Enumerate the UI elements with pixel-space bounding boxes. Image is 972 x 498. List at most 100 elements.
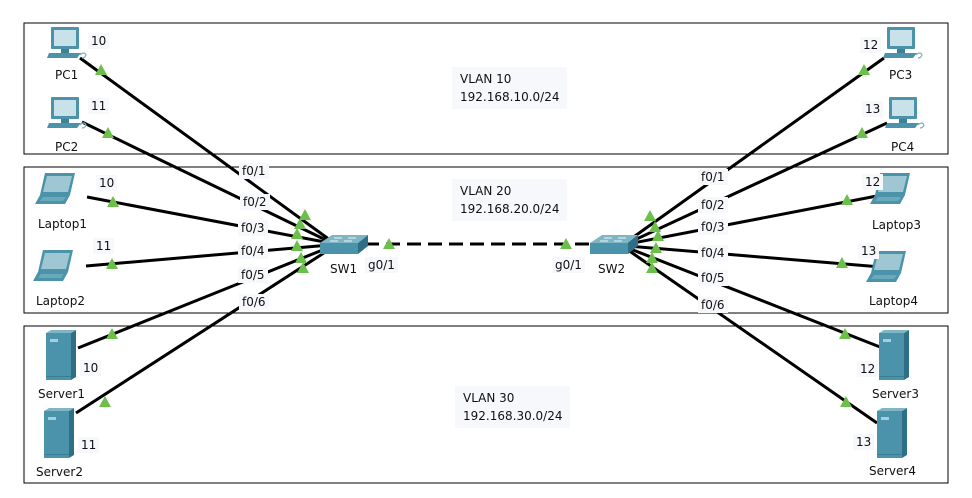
sw1-uplink-port-label: g0/1 [365,257,398,273]
pc2-link-indicator-device-side [102,127,114,138]
laptop3-link [627,193,883,246]
laptop1-link-indicator-switch-side [291,228,303,239]
pc3-name: PC3 [889,68,913,82]
pc4-pc-icon [885,97,925,129]
pc2-name: PC2 [55,140,79,154]
server2-host-label: 11 [78,437,100,453]
pc1-name: PC1 [55,68,79,82]
laptop3-laptop-icon [870,173,910,204]
vlan10-name: VLAN 10 [460,72,512,86]
server4-name: Server4 [869,464,916,478]
pc2-link-indicator-switch-side [294,218,306,229]
laptop3-name: Laptop3 [872,218,921,232]
laptop1-link-indicator-device-side [107,196,119,207]
pc4-link [627,121,888,245]
laptop1-laptop-icon [35,173,75,204]
server3-link [627,246,881,349]
sw2-switch-icon [590,235,638,254]
vlan30-zone [23,325,949,484]
laptop2-laptop-icon [33,250,73,281]
pc1-host-label: 10 [88,33,110,49]
vlan30-name: VLAN 30 [463,391,515,405]
sw2-port-f0-3-label: f0/3 [698,219,728,235]
laptop4-laptop-icon [866,251,906,282]
vlan20-name: VLAN 20 [460,184,512,198]
pc1-link-indicator-switch-side [299,209,311,220]
pc2-host-label: 11 [88,98,110,114]
sw2-g0-1-link-indicator [560,238,572,249]
laptop4-link-indicator-device-side [836,257,848,268]
pc3-link-indicator-switch-side [644,210,656,221]
laptop3-link-indicator-device-side [841,194,853,205]
server1-host-label: 10 [80,360,102,376]
sw1-port-f0-5-label: f0/5 [238,267,268,283]
pc4-link-indicator-device-side [856,127,868,138]
sw1-port-f0-2-label: f0/2 [240,194,270,210]
laptop2-link [85,243,331,268]
laptop4-host-label: 13 [858,243,880,259]
sw2-port-f0-6-label: f0/6 [698,297,728,313]
server1-link-indicator-device-side [106,328,118,339]
sw2-port-f0-5-label: f0/5 [698,270,728,286]
sw1-port-f0-6-label: f0/6 [239,294,269,310]
server1-server-icon [46,330,76,380]
vlan10-subnet: 192.168.10.0/24 [460,90,560,104]
pc1-link [79,56,331,242]
server1-link [77,245,331,350]
server4-link [627,248,878,425]
vlan20-note: VLAN 20 192.168.20.0/24 [452,179,568,221]
server3-link-indicator-device-side [839,328,851,339]
pc1-pc-icon [47,27,87,59]
pc2-link [81,120,331,244]
laptop2-name: Laptop2 [36,294,85,308]
server1-link-indicator-switch-side [295,252,307,263]
laptop3-host-label: 12 [862,174,884,190]
vlan20-subnet: 192.168.20.0/24 [460,202,560,216]
sw1-g0-1-link-indicator [383,238,395,249]
sw2-uplink-port-label: g0/1 [552,257,585,273]
sw1-port-f0-4-label: f0/4 [238,243,268,259]
vlan30-subnet: 192.168.30.0/24 [463,409,563,423]
server2-link [75,247,331,415]
server2-link-indicator-device-side [99,396,111,407]
laptop3-link-indicator-switch-side [652,230,664,241]
pc4-name: PC4 [891,140,915,154]
server3-name: Server3 [872,387,919,401]
server2-server-icon [44,408,74,458]
pc1-link-indicator-device-side [95,64,107,75]
server2-name: Server2 [36,465,83,479]
pc3-link [627,56,885,243]
vlan10-note: VLAN 10 192.168.10.0/24 [452,67,568,109]
vlan10-zone [23,22,949,155]
sw2-label: SW2 [598,262,626,276]
server3-link-indicator-switch-side [646,252,658,263]
vlan30-note: VLAN 30 192.168.30.0/24 [455,386,571,428]
pc4-host-label: 13 [862,101,884,117]
laptop2-link-indicator-device-side [106,258,118,269]
laptop4-name: Laptop4 [869,294,918,308]
laptop1-link [86,195,331,245]
pc3-pc-icon [883,27,923,59]
laptop1-name: Laptop1 [38,217,87,231]
laptop1-host-label: 10 [96,175,118,191]
sw1-port-f0-3-label: f0/3 [238,220,268,236]
sw2-port-f0-4-label: f0/4 [698,245,728,261]
server2-link-indicator-switch-side [297,262,309,273]
laptop2-host-label: 11 [93,238,115,254]
server4-link-indicator-device-side [840,396,852,407]
server3-server-icon [879,330,909,380]
sw1-label: SW1 [330,262,358,276]
server4-link-indicator-switch-side [646,262,658,273]
pc3-link-indicator-device-side [858,64,870,75]
vlan20-zone [23,166,949,314]
pc4-link-indicator-switch-side [649,221,661,232]
server4-server-icon [877,408,907,458]
pc2-pc-icon [47,97,87,129]
pc3-host-label: 12 [860,37,882,53]
sw1-switch-icon [320,235,368,254]
server3-host-label: 12 [857,361,879,377]
laptop2-link-indicator-switch-side [291,240,303,251]
sw2-port-f0-1-label: f0/1 [698,169,728,185]
sw1-port-f0-1-label: f0/1 [239,163,269,179]
